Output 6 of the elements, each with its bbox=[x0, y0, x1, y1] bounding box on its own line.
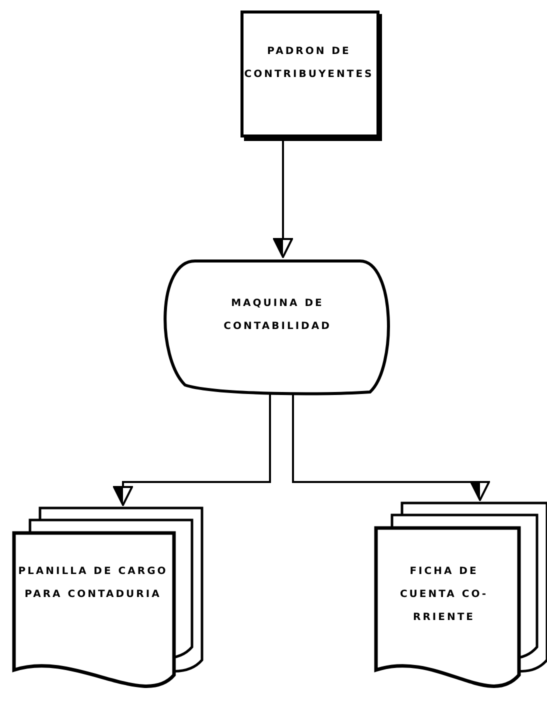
node-label: PLANILLA DE CARGO PARA CONTADURIA bbox=[18, 565, 168, 602]
node-label: FICHA DE CUENTA CO- RRIENTE bbox=[398, 565, 490, 625]
node-label: MAQUINA DE CONTABILIDAD bbox=[222, 297, 332, 334]
node-label: PADRON DE CONTRIBUYENTES bbox=[244, 45, 374, 82]
arrow bbox=[292, 394, 490, 501]
arrow bbox=[113, 394, 271, 506]
